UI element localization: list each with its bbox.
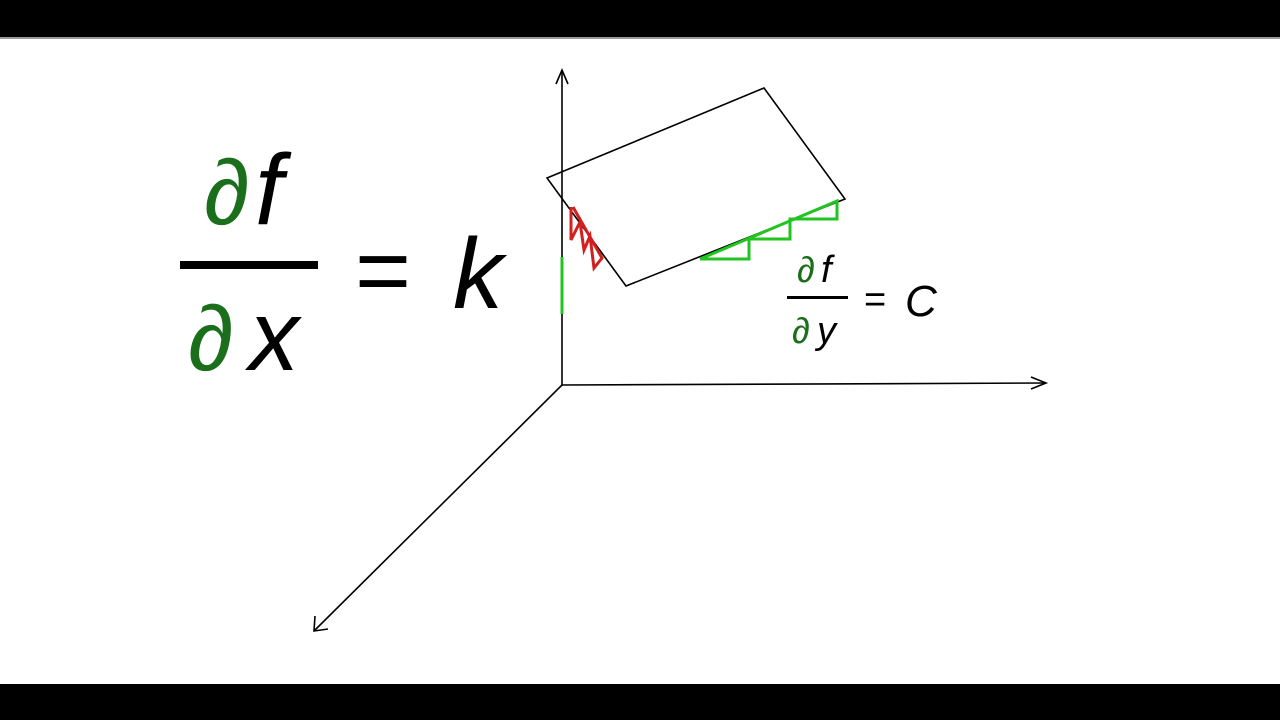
fraction-bar bbox=[787, 296, 848, 299]
equals-sign: = bbox=[864, 279, 886, 321]
denominator-partial-symbol: ∂ bbox=[792, 310, 810, 351]
whiteboard-canvas bbox=[0, 37, 1280, 684]
numerator-partial-symbol: ∂ bbox=[797, 249, 815, 290]
y-axis bbox=[561, 382, 1047, 386]
denominator-variable: y bbox=[814, 310, 838, 352]
equals-sign: = bbox=[355, 217, 411, 324]
x-axis-arrowhead-icon bbox=[313, 615, 329, 632]
canvas-top-edge bbox=[0, 37, 1280, 39]
denominator-variable: x bbox=[245, 280, 302, 392]
x-slope-staircase bbox=[569, 206, 604, 272]
tilted-plane bbox=[545, 87, 847, 287]
numerator-variable: f bbox=[821, 249, 835, 291]
fraction-bar bbox=[180, 261, 318, 269]
y-axis-arrowhead-icon bbox=[1030, 376, 1049, 390]
z-axis-arrowhead-icon bbox=[555, 67, 569, 85]
equation-df-dx: ∂ f ∂ x = k bbox=[180, 134, 508, 392]
numerator-partial-symbol: ∂ bbox=[204, 142, 249, 244]
rhs-constant: k bbox=[453, 218, 508, 330]
numerator-variable: f bbox=[255, 134, 292, 246]
axes bbox=[313, 67, 1049, 632]
y-slope-staircase bbox=[699, 198, 839, 261]
letterbox-top bbox=[0, 0, 1280, 37]
denominator-partial-symbol: ∂ bbox=[188, 288, 233, 390]
rhs-constant: C bbox=[905, 277, 938, 326]
equation-df-dy: ∂ f ∂ y = C bbox=[787, 249, 938, 352]
letterbox-bottom bbox=[0, 684, 1280, 720]
x-axis bbox=[313, 384, 563, 632]
